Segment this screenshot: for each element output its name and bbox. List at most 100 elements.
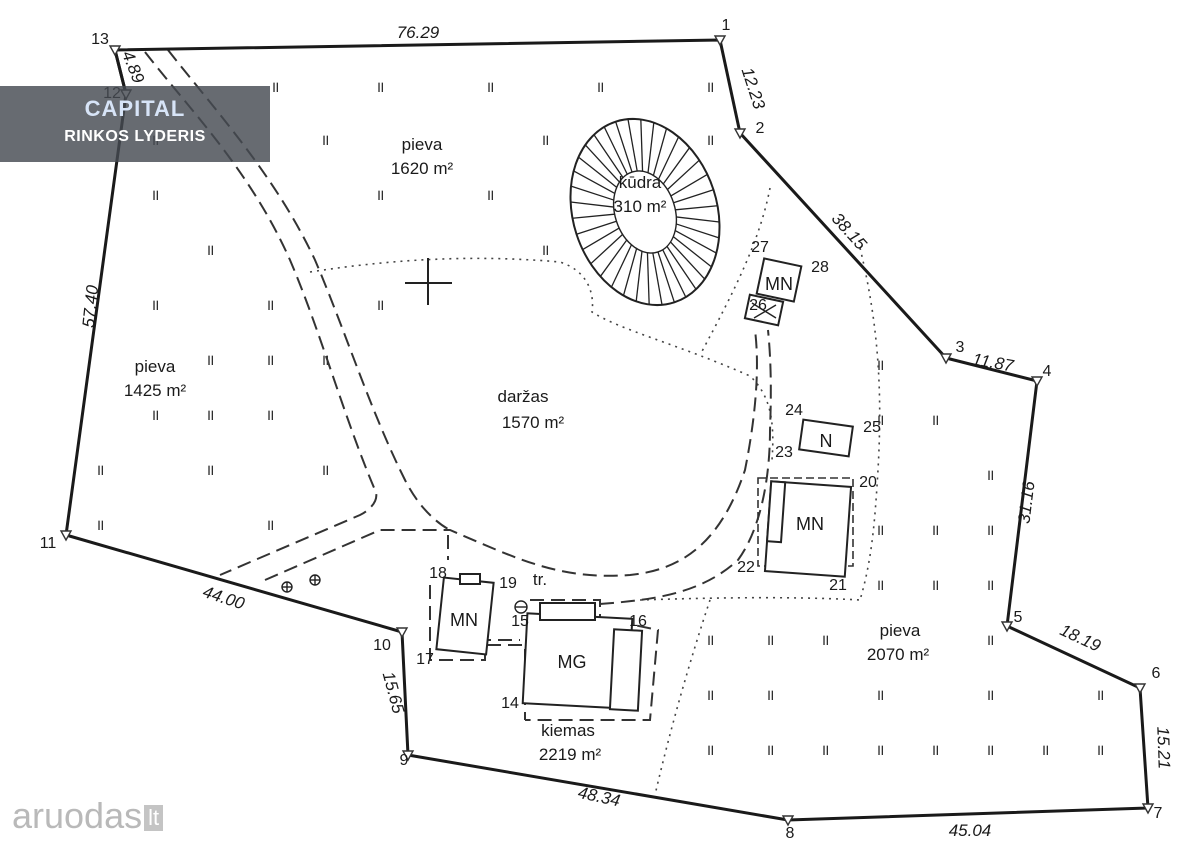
- pond-hatch-line: [652, 252, 663, 305]
- pond-hatch-line: [672, 236, 712, 268]
- grass-mark: ॥: [766, 632, 775, 649]
- boundary-point-6: [1133, 683, 1147, 695]
- survey-cross: [405, 258, 452, 305]
- grass-mark: ॥: [986, 742, 995, 759]
- boundary-point-9: [401, 750, 415, 762]
- grass-mark: ॥: [1096, 742, 1105, 759]
- building-mg: [521, 602, 644, 712]
- area-name-pond: kūdra: [619, 173, 662, 192]
- point-number-8: 8: [786, 825, 795, 842]
- point-number-6: 6: [1152, 665, 1161, 682]
- area-name-meadow-east: pieva: [880, 621, 921, 640]
- grass-mark: ॥: [321, 132, 330, 149]
- pond-hatch-line: [640, 119, 644, 172]
- point-number-10: 10: [373, 637, 391, 654]
- pond-hatch-line: [673, 189, 714, 204]
- pond-hatch-line: [675, 223, 720, 239]
- dimension-38-15: 38.15: [828, 209, 871, 254]
- grass-mark: ॥: [486, 79, 495, 96]
- pond-hatch-line: [603, 126, 628, 175]
- pond-hatch-line: [662, 147, 691, 185]
- grass-mark: ॥: [206, 242, 215, 259]
- boundary-point-5: [1000, 621, 1014, 633]
- pond: [569, 117, 721, 307]
- dimension-57-40: 57.40: [79, 284, 102, 329]
- grass-hatch-marks: ॥॥॥॥॥॥॥॥॥॥॥॥॥॥॥॥॥॥॥॥॥॥॥॥॥॥॥॥॥॥॥॥॥॥॥॥॥॥॥॥…: [96, 79, 1105, 759]
- grass-mark: ॥: [931, 577, 940, 594]
- pond-hatch-line: [662, 249, 687, 298]
- pond-hatch-line: [657, 136, 680, 180]
- pond-hatch-line: [670, 173, 708, 197]
- building-mn-north: [743, 257, 803, 327]
- area-size-meadow-west: 1425 m²: [124, 381, 187, 400]
- grass-mark: ॥: [876, 577, 885, 594]
- area-size-pond: 310 m²: [614, 197, 667, 216]
- point-number-16: 16: [629, 613, 647, 630]
- area-size-garden: 1570 m²: [502, 413, 565, 432]
- grass-mark: ॥: [706, 632, 715, 649]
- dimension-45-04: 45.04: [949, 821, 992, 840]
- pond-hatch-line: [647, 122, 655, 173]
- point-number-23: 23: [775, 444, 793, 461]
- point-number-19: 19: [499, 575, 517, 592]
- grass-mark: ॥: [986, 577, 995, 594]
- grass-mark: ॥: [206, 352, 215, 369]
- grass-mark: ॥: [766, 687, 775, 704]
- grass-mark: ॥: [266, 517, 275, 534]
- point-number-27: 27: [751, 239, 769, 256]
- grass-mark: ॥: [376, 79, 385, 96]
- boundary-point-4: [1030, 376, 1044, 388]
- grass-mark: ॥: [931, 522, 940, 539]
- building-label-n: N: [820, 431, 833, 451]
- point-number-28: 28: [811, 259, 829, 276]
- grass-mark: ॥: [1041, 742, 1050, 759]
- building-n: [798, 418, 854, 458]
- point-number-18: 18: [429, 565, 447, 582]
- pond-hatch-line: [570, 185, 615, 201]
- boundary-point-7: [1141, 803, 1155, 815]
- grass-mark: ॥: [96, 462, 105, 479]
- pond-hatch-line: [657, 251, 675, 303]
- point-number-1: 1: [722, 17, 731, 34]
- pond-hatch-line: [652, 128, 668, 176]
- point-number-22: 22: [737, 559, 755, 576]
- grass-mark: ॥: [706, 742, 715, 759]
- boundary-point-11: [59, 530, 73, 542]
- point-number-3: 3: [956, 339, 965, 356]
- pond-hatch-line: [627, 119, 638, 172]
- pond-hatch-line: [615, 121, 633, 173]
- area-name-yard: kiemas: [541, 721, 595, 740]
- grass-mark: ॥: [151, 407, 160, 424]
- grass-mark: ॥: [931, 412, 940, 429]
- building-label-mn-north: MN: [765, 274, 793, 294]
- point-number-2: 2: [756, 120, 765, 137]
- pond-hatch-line: [576, 220, 617, 235]
- area-name-meadow-north: pieva: [402, 135, 443, 154]
- point-number-20: 20: [859, 474, 877, 491]
- dimension-11-87: 11.87: [971, 350, 1015, 376]
- building-label-mn-east: MN: [796, 514, 824, 534]
- pond-hatch-line: [590, 233, 624, 265]
- grass-mark: ॥: [376, 187, 385, 204]
- grass-mark: ॥: [321, 352, 330, 369]
- building-mn-east: [757, 477, 854, 578]
- grass-mark: ॥: [271, 79, 280, 96]
- garden-zone-border: [309, 257, 774, 461]
- grass-mark: ॥: [206, 462, 215, 479]
- road-west-inner: [167, 49, 451, 531]
- grass-mark: ॥: [706, 132, 715, 149]
- pond-hatch-line: [573, 170, 616, 194]
- grass-mark: ॥: [596, 79, 605, 96]
- pond-hatch-line: [582, 227, 620, 251]
- grass-mark: ॥: [486, 187, 495, 204]
- grass-mark: ॥: [321, 462, 330, 479]
- dimension-15-21: 15.21: [1153, 726, 1173, 769]
- pond-hatch-line: [646, 252, 650, 305]
- pond-hatch-line: [599, 239, 628, 277]
- point-number-25: 25: [863, 419, 881, 436]
- dimension-31-16: 31.16: [1015, 480, 1039, 525]
- pond-hatch-line: [584, 144, 620, 183]
- grass-mark: ॥: [151, 187, 160, 204]
